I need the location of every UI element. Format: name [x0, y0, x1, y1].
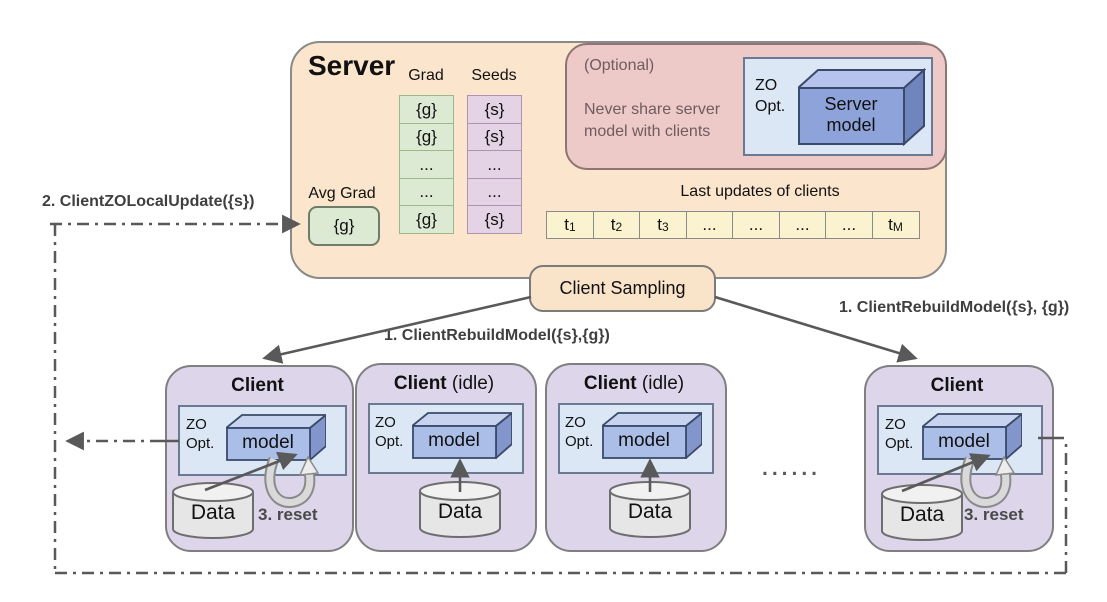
- client-model-label: model: [938, 431, 990, 452]
- data-cylinder-icon: [419, 481, 501, 538]
- client-sampling-box: Client Sampling: [529, 265, 716, 312]
- grad-cell: ...: [399, 150, 454, 179]
- server-title: Server: [308, 50, 396, 81]
- data-label: Data: [627, 500, 673, 523]
- grad-cell: {g}: [399, 95, 454, 124]
- grad-cell: ...: [399, 177, 454, 207]
- data-label: Data: [437, 500, 483, 523]
- seed-cell: {s}: [467, 122, 522, 152]
- client-title: Client: [231, 375, 284, 396]
- client-model-3d-icon: [412, 412, 512, 459]
- reset-step-label: 3. reset: [964, 505, 1024, 524]
- client-model-label: model: [428, 430, 480, 451]
- client-model-3d-icon: [602, 412, 702, 459]
- client-title: Client (idle): [393, 373, 495, 394]
- avg-grad-box: {g}: [308, 206, 380, 246]
- grad-cell: {g}: [399, 205, 454, 234]
- optional-title: (Optional): [584, 57, 655, 74]
- optional-note: Never share server model with clients: [584, 99, 720, 143]
- server-model-label: Server model: [824, 94, 878, 135]
- server-zo-optimizer-label: ZO Opt.: [755, 77, 786, 115]
- clients-ellipsis: ......: [762, 457, 822, 480]
- data-label: Data: [899, 503, 945, 526]
- seeds-column-header: Seeds: [471, 67, 517, 84]
- reset-step-label: 3. reset: [258, 505, 318, 524]
- optional-note-line1: Never share server: [584, 101, 721, 118]
- seeds-column: {s} {s} ... ... {s}: [467, 95, 522, 234]
- grad-column: {g} {g} ... ... {g}: [399, 95, 454, 234]
- grad-column-header: Grad: [408, 67, 444, 84]
- seed-cell: {s}: [467, 205, 522, 234]
- rebuild-model-label-left: 1. ClientRebuildModel({s},{g}): [384, 327, 610, 344]
- data-label: Data: [190, 501, 236, 524]
- grad-cell: {g}: [399, 122, 454, 152]
- zo-local-update-label: 2. ClientZOLocalUpdate({s}): [42, 193, 255, 210]
- client-model-3d-icon: [922, 413, 1022, 460]
- last-update-cell: ...: [825, 211, 873, 239]
- client-model-label: model: [618, 430, 670, 451]
- optional-note-line2: model with clients: [584, 123, 711, 140]
- server-model-3d-icon: [798, 68, 926, 146]
- last-update-cell: ...: [685, 211, 734, 239]
- avg-grad-label: Avg Grad: [308, 185, 376, 202]
- seed-cell: ...: [467, 150, 522, 179]
- last-updates-title: Last updates of clients: [680, 183, 840, 200]
- client-title: Client: [930, 375, 984, 396]
- client-model-label: model: [242, 432, 294, 453]
- client-title: Client (idle): [583, 373, 685, 394]
- last-update-cell: ...: [778, 211, 827, 239]
- seed-cell: ...: [467, 177, 522, 207]
- last-update-cell: ...: [732, 211, 780, 239]
- seed-cell: {s}: [467, 95, 522, 124]
- rebuild-model-label-right: 1. ClientRebuildModel({s}, {g}): [839, 299, 1070, 316]
